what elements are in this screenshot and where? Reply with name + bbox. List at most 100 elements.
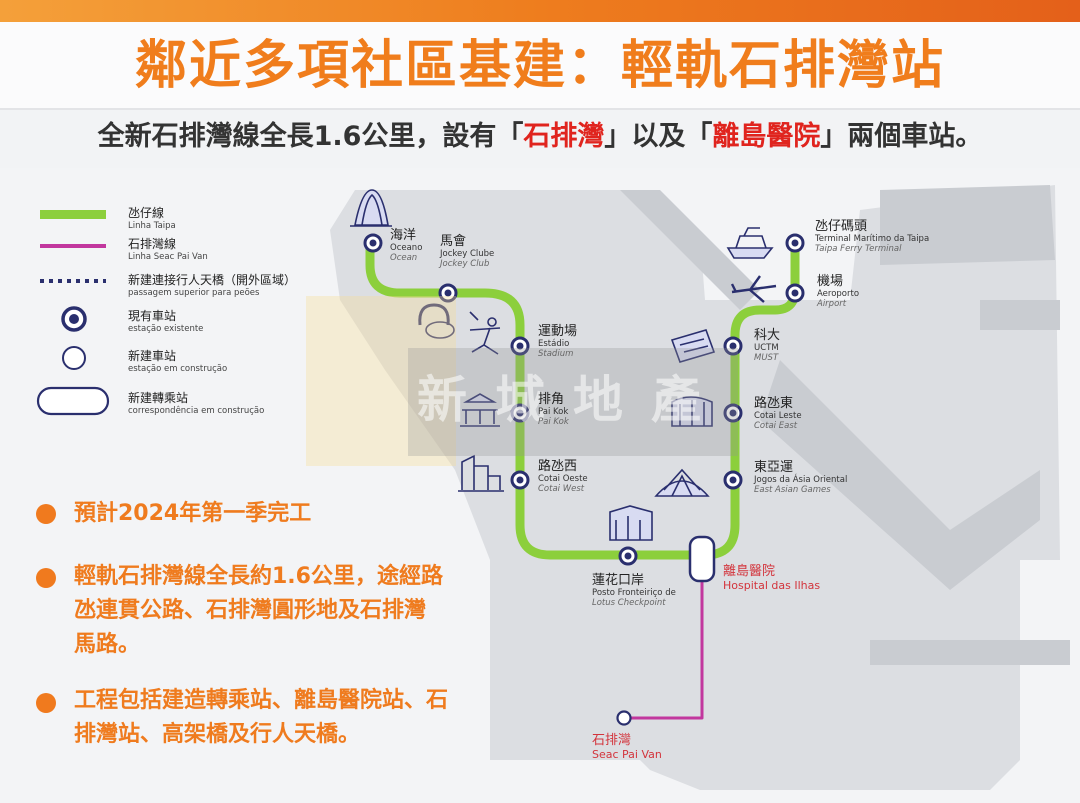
station-core-cotaieast — [729, 409, 737, 417]
checkpoint-building-icon — [609, 505, 653, 541]
university-icon — [670, 329, 716, 363]
station-core-eastasian — [729, 476, 737, 484]
station-en: Ocean — [390, 253, 418, 263]
station-zh: 海洋 — [390, 228, 417, 243]
tower-landmark-icon — [350, 189, 392, 227]
station-pt: Pai Kok — [538, 407, 569, 417]
legend-pt: Linha Taipa — [128, 221, 176, 231]
station-zh: 路氹西 — [538, 459, 578, 474]
station-zh: 蓮花口岸 — [592, 573, 645, 588]
station-dot-seacpaivan[interactable] — [616, 710, 632, 726]
station-core-ferry — [791, 239, 799, 247]
top-accent-bar — [0, 0, 1080, 22]
legend-zh: 氹仔線 — [128, 206, 165, 220]
subtitle-band — [0, 108, 1080, 168]
station-en: East Asian Games — [754, 485, 831, 495]
station-en: Jockey Club — [440, 259, 490, 269]
station-zh: 科大 — [754, 328, 781, 343]
station-pt: Cotai Leste — [754, 411, 802, 421]
station-en: Pai Kok — [538, 417, 569, 427]
legend-pt: correspondência em construção — [128, 406, 265, 416]
legend-zh: 新建車站 — [128, 349, 177, 363]
legend-pt: estação em construção — [128, 364, 228, 374]
station-pt: Estádio — [538, 339, 570, 349]
subtitle-part-1: 全新石排灣線全長1.6公里，設有「 — [97, 121, 524, 152]
temple-icon — [460, 393, 500, 427]
station-zh: 排角 — [538, 392, 565, 407]
horseshoe-icon — [418, 303, 455, 339]
legend-zh: 石排灣線 — [128, 237, 177, 251]
bullet-dot-3 — [36, 693, 56, 713]
station-core-cotaiwest — [516, 476, 524, 484]
legend-existing-station-core — [69, 314, 79, 324]
station-zh: 運動場 — [538, 324, 578, 339]
station-pt: Jogos da Ásia Oriental — [754, 475, 848, 485]
legend-pt: estação existente — [128, 324, 204, 334]
station-zh: 石排灣 — [592, 733, 632, 748]
bullet-dot-1 — [36, 504, 56, 524]
airplane-icon — [730, 275, 777, 303]
station-pt: Posto Fronteiriço de — [592, 588, 676, 598]
athlete-icon — [469, 311, 501, 355]
subtitle: 全新石排灣線全長1.6公里，設有「石排灣」以及「離島醫院」兩個車站。 — [0, 113, 1080, 161]
building-icon — [458, 454, 504, 492]
seac-pai-van-line — [625, 575, 704, 720]
station-core-jockey — [444, 289, 452, 297]
bullet-text-completion: 預計2024年第一季完工 — [74, 501, 312, 526]
subtitle-highlight-seac-pai-van: 石排灣 — [523, 121, 605, 152]
station-core-paikok — [516, 409, 524, 417]
bullet-dot-2 — [36, 568, 56, 588]
station-en: Hospital das Ilhas — [723, 579, 821, 592]
legend-pt: passagem superior para peões — [128, 288, 260, 298]
station-en: MUST — [754, 353, 779, 363]
station-core-stadium — [516, 342, 524, 350]
legend-zh: 現有車站 — [128, 309, 177, 323]
title-band — [0, 22, 1080, 108]
dome-icon — [671, 396, 713, 427]
stadium-dome-icon — [654, 468, 710, 497]
subtitle-highlight-hospital: 離島醫院 — [712, 121, 821, 152]
legend-zh: 新建轉乘站 — [128, 391, 189, 405]
watermark-text: 新城地產 — [417, 371, 729, 429]
station-core-ustm — [729, 342, 737, 350]
station-pt: Oceano — [390, 243, 423, 253]
station-en: Lotus Checkpoint — [592, 598, 666, 608]
station-pt: Terminal Marítimo da Taipa — [815, 234, 930, 244]
legend-label-footbridge: 新建連接行人天橋（開外區域）passagem superior para peõ… — [128, 274, 296, 300]
background-roads — [620, 185, 1070, 665]
bullet-text-works: 工程包括建造轉乘站、離島醫院站、石排灣站、高架橋及行人天橋。 — [74, 688, 449, 747]
subtitle-part-2: 」以及「 — [604, 121, 713, 152]
legend-new-station-icon — [62, 346, 86, 370]
station-core-lotus — [624, 552, 632, 560]
ferry-icon — [726, 227, 774, 259]
subtitle-part-3: 」兩個車站。 — [820, 121, 983, 152]
station-interchange-hospital[interactable] — [688, 535, 716, 583]
station-en: Seac Pai Van — [592, 748, 662, 761]
station-core-oceano — [369, 239, 377, 247]
station-zh: 東亞運 — [754, 460, 794, 475]
station-en: Taipa Ferry Terminal — [815, 244, 902, 254]
station-en: Cotai East — [754, 421, 798, 431]
station-zh: 路氹東 — [754, 396, 794, 411]
watermark-box — [306, 296, 456, 466]
legend-pt: Linha Seac Pai Van — [128, 252, 208, 262]
station-pt: Aeroporto — [817, 289, 860, 299]
